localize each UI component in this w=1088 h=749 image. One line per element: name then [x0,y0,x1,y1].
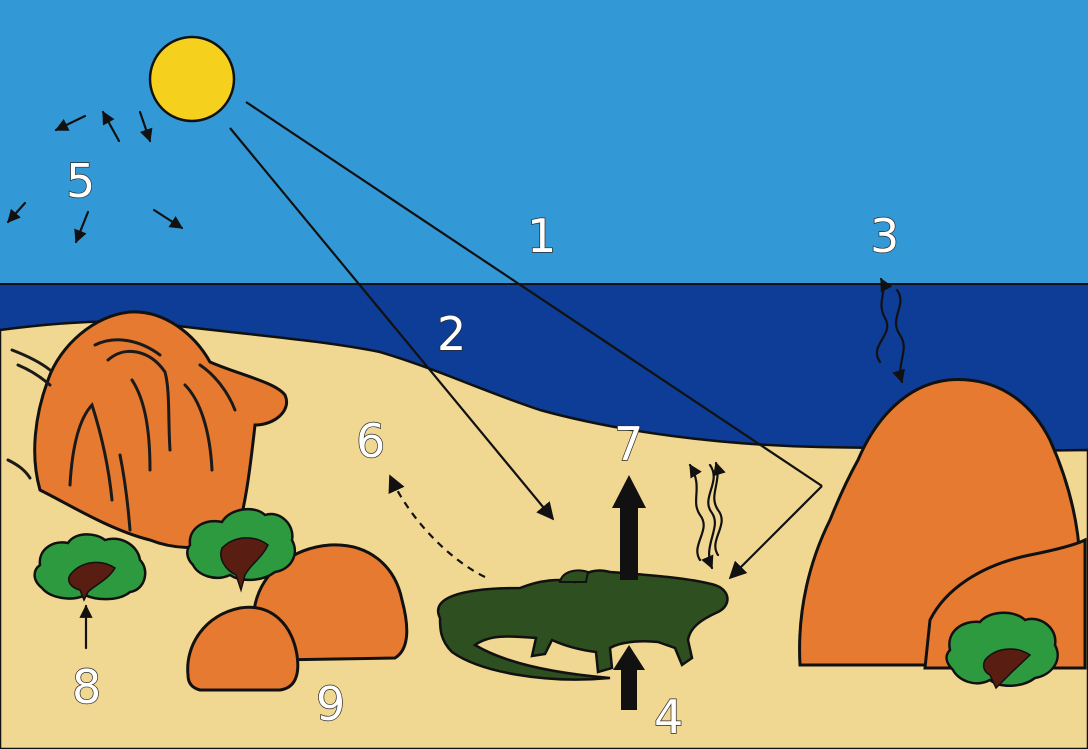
label-1: 1 [527,209,556,263]
label-8: 8 [72,660,101,714]
label-6: 6 [356,414,385,468]
label-5: 5 [66,154,95,208]
label-4: 4 [654,690,683,744]
sun [150,37,234,121]
bush-left [35,534,146,600]
bush-right [947,613,1058,688]
label-2: 2 [437,307,466,361]
label-9: 9 [316,677,345,731]
label-7: 7 [614,417,643,471]
label-3: 3 [870,209,899,263]
